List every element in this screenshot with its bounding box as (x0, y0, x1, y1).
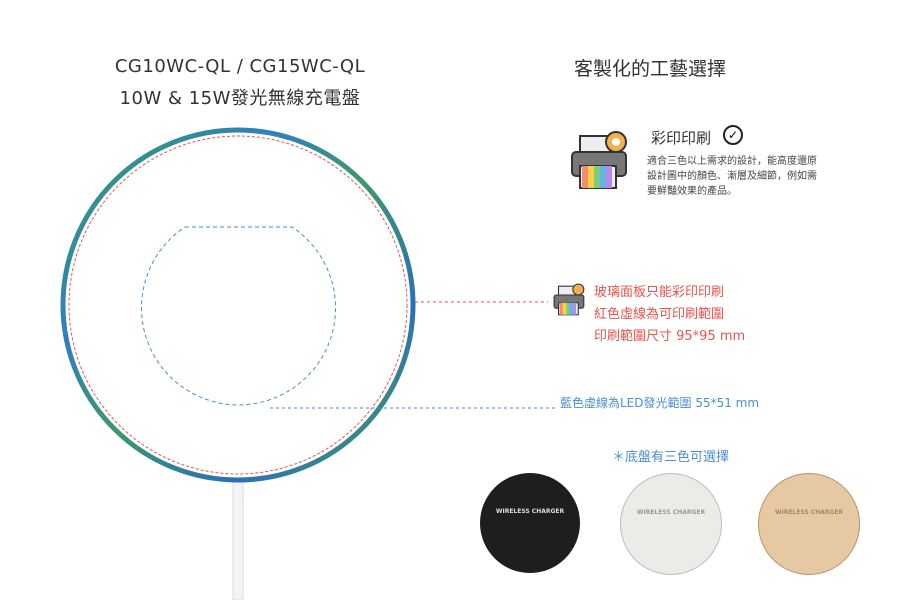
printer-icon-small (553, 283, 585, 316)
print-area-outline (68, 135, 408, 475)
led-area-outline (141, 226, 336, 406)
glass-note: 印刷範圍尺寸 95*95 mm (594, 329, 746, 344)
base-label: WIRELESS CHARGER (774, 509, 844, 516)
model-number: CG10WC-QL / CG15WC-QL (114, 56, 366, 77)
base-label: WIRELESS CHARGER (636, 509, 706, 516)
product-name: 10W & 15W發光無線充電盤 (119, 88, 361, 109)
charger-ring (60, 127, 416, 483)
glass-note: 紅色虛線為可印刷範圍 (594, 307, 725, 322)
base-gold: WIRELESS CHARGER (758, 473, 860, 575)
glass-note: 玻璃面板只能彩印印刷 (594, 285, 725, 300)
base-black: WIRELESS CHARGER (480, 473, 580, 573)
glass-notes: 玻璃面板只能彩印印刷 紅色虛線為可印刷範圍 印刷範圍尺寸 95*95 mm (594, 282, 745, 348)
check-icon: ✓ (723, 125, 743, 145)
base-color-note: ＊底盤有三色可選擇 (612, 450, 730, 465)
color-print-title: 彩印印刷 (651, 129, 712, 147)
base-label: WIRELESS CHARGER (495, 508, 565, 515)
led-area-note: 藍色虛線為LED發光範圍 55*51 mm (560, 396, 760, 410)
customization-title: 客製化的工藝選擇 (573, 58, 726, 80)
base-silver: WIRELESS CHARGER (620, 473, 722, 575)
cable (232, 477, 244, 600)
color-print-description: 適合三色以上需求的設計，能高度還原設計圖中的顏色、漸層及細節，例如需要鮮豔效果的… (647, 156, 817, 197)
printer-icon (571, 131, 627, 189)
